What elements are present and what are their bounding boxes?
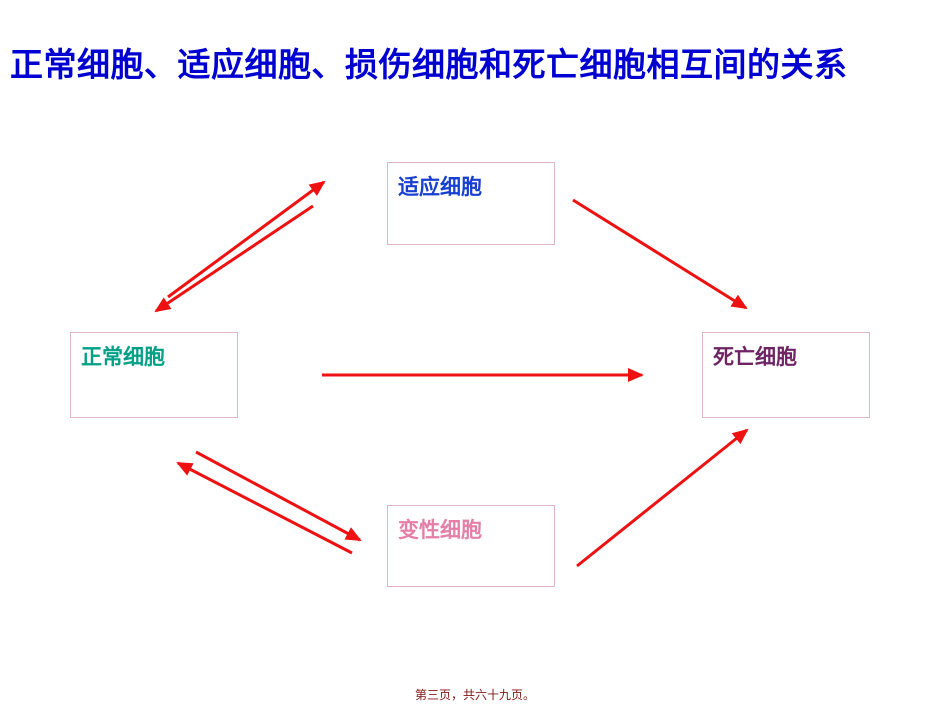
- arrow-normal-to-adapted: [167, 180, 326, 299]
- arrow-adapted-to-normal: [154, 204, 314, 313]
- arrow-degenerated-to-dead: [576, 428, 749, 568]
- node-dead-cell: 死亡细胞: [702, 332, 870, 418]
- node-adapted-cell: 适应细胞: [387, 162, 555, 245]
- node-adapted-cell-label: 适应细胞: [398, 176, 482, 199]
- node-degenerated-cell-label: 变性细胞: [398, 519, 482, 542]
- page-title: 正常细胞、适应细胞、损伤细胞和死亡细胞相互间的关系: [10, 46, 848, 83]
- arrow-degenerated-to-normal: [176, 461, 353, 555]
- arrow-adapted-to-dead: [572, 198, 748, 310]
- node-dead-cell-label: 死亡细胞: [713, 346, 797, 369]
- node-normal-cell-label: 正常细胞: [81, 346, 165, 369]
- node-degenerated-cell: 变性细胞: [387, 505, 555, 587]
- node-normal-cell: 正常细胞: [70, 332, 238, 418]
- page-number-footer: 第三页，共六十九页。: [414, 688, 535, 702]
- arrow-normal-to-degenerated: [195, 450, 362, 542]
